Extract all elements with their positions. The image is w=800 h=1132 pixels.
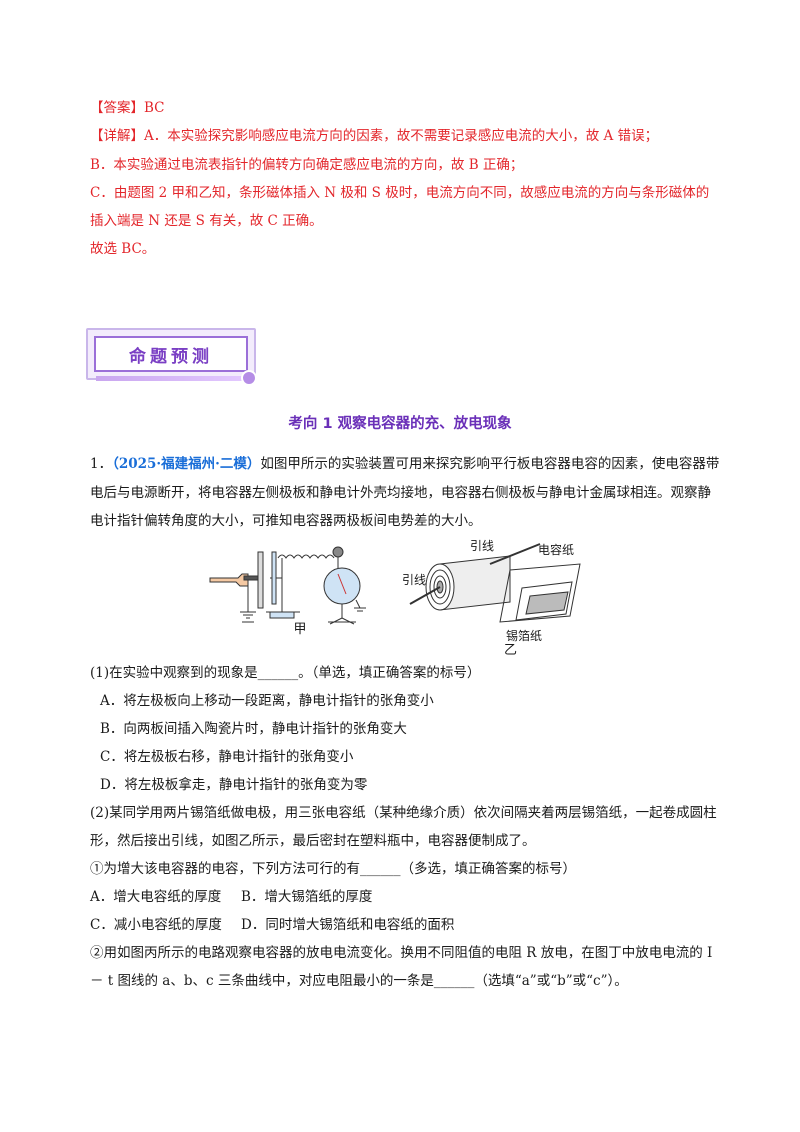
question-line-1: 1．（2025·福建福州·二模）如图甲所示的实验装置可用来探究影响平行板电容器电…	[90, 454, 719, 474]
part1-option-a: A．将左极板向上移动一段距离，静电计指针的张角变小	[100, 693, 434, 709]
section-title: 考向 1 观察电容器的充、放电现象	[288, 416, 512, 432]
detail-line-4: 插入端是 N 还是 S 有关，故 C 正确。	[90, 213, 323, 229]
figure-yi-label-lead-top: 引线	[470, 539, 494, 553]
part2-sub1: ①为增大该电容器的电容，下列方法可行的有______（多选，填正确答案的标号）	[90, 861, 576, 877]
part1-option-b: B．向两板间插入陶瓷片时，静电计指针的张角变大	[100, 721, 407, 737]
detail-line-5: 故选 BC。	[90, 241, 156, 257]
part2-option-d: D．同时增大锡箔纸和电容纸的面积	[241, 917, 455, 933]
part2-sub2-line-2: － t 图线的 a、b、c 三条曲线中，对应电阻最小的一条是______（选填“…	[90, 973, 628, 989]
figure-yi-label-lead-left: 引线	[402, 573, 426, 587]
section-banner: 命题预测	[86, 328, 258, 386]
part2-option-b: B．增大锡箔纸的厚度	[241, 889, 373, 905]
figure-yi-label-capacitor-paper: 电容纸	[538, 542, 574, 557]
part2-option-a: A．增大电容纸的厚度	[90, 889, 222, 905]
question-stem-2: 电后与电源断开，将电容器左侧极板和静电计外壳均接地，电容器右侧极板与静电计金属球…	[90, 485, 711, 501]
figure-yi: 引线 引线 电容纸 锡箔纸 乙	[402, 539, 581, 656]
detail-line-2: B．本实验通过电流表指针的偏转方向确定感应电流的方向，故 B 正确；	[90, 157, 524, 173]
banner-dot-icon	[241, 370, 257, 386]
question-stem-1: 如图甲所示的实验装置可用来探究影响平行板电容器电容的因素，使电容器带	[260, 456, 720, 472]
figure-jia: 甲	[209, 546, 366, 636]
part2-sub2-line-1: ②用如图丙所示的电路观察电容器的放电电流变化。换用不同阻值的电阻 R 放电，在图…	[90, 945, 713, 961]
detail-line-1: 【详解】A．本实验探究影响感应电流方向的因素，故不需要记录感应电流的大小，故 A…	[90, 128, 659, 144]
detail-line-3: C．由题图 2 甲和乙知，条形磁体插入 N 极和 S 极时，电流方向不同，故感应…	[90, 185, 710, 201]
question-stem-3: 电计指针偏转角度的大小，可推知电容器两极板间电势差的大小。	[90, 513, 482, 529]
part1-prompt: (1)在实验中观察到的现象是______。（单选，填正确答案的标号）	[90, 665, 481, 681]
part2-option-c: C．减小电容纸的厚度	[90, 917, 222, 933]
part1-option-d: D．将左极板拿走，静电计指针的张角变为零	[100, 777, 368, 793]
question-source: （2025·福建福州·二模）	[112, 456, 261, 472]
banner-underline	[96, 376, 246, 381]
part2-line-1: (2)某同学用两片锡箔纸做电极，用三张电容纸（某种绝缘介质）依次间隔夹着两层锡箔…	[90, 805, 717, 821]
part1-option-c: C．将左极板右移，静电计指针的张角变小	[100, 749, 354, 765]
figure-jia-caption: 甲	[293, 622, 306, 636]
question-number: 1．	[90, 456, 113, 472]
figure-yi-caption: 乙	[504, 643, 517, 656]
part2-line-2: 形，然后接出引线，如图乙所示，最后密封在塑料瓶中，电容器便制成了。	[90, 833, 536, 849]
answer-line: 【答案】BC	[90, 100, 165, 116]
banner-title: 命题预测	[94, 336, 248, 372]
figure-yi-label-tin-foil: 锡箔纸	[506, 628, 542, 643]
